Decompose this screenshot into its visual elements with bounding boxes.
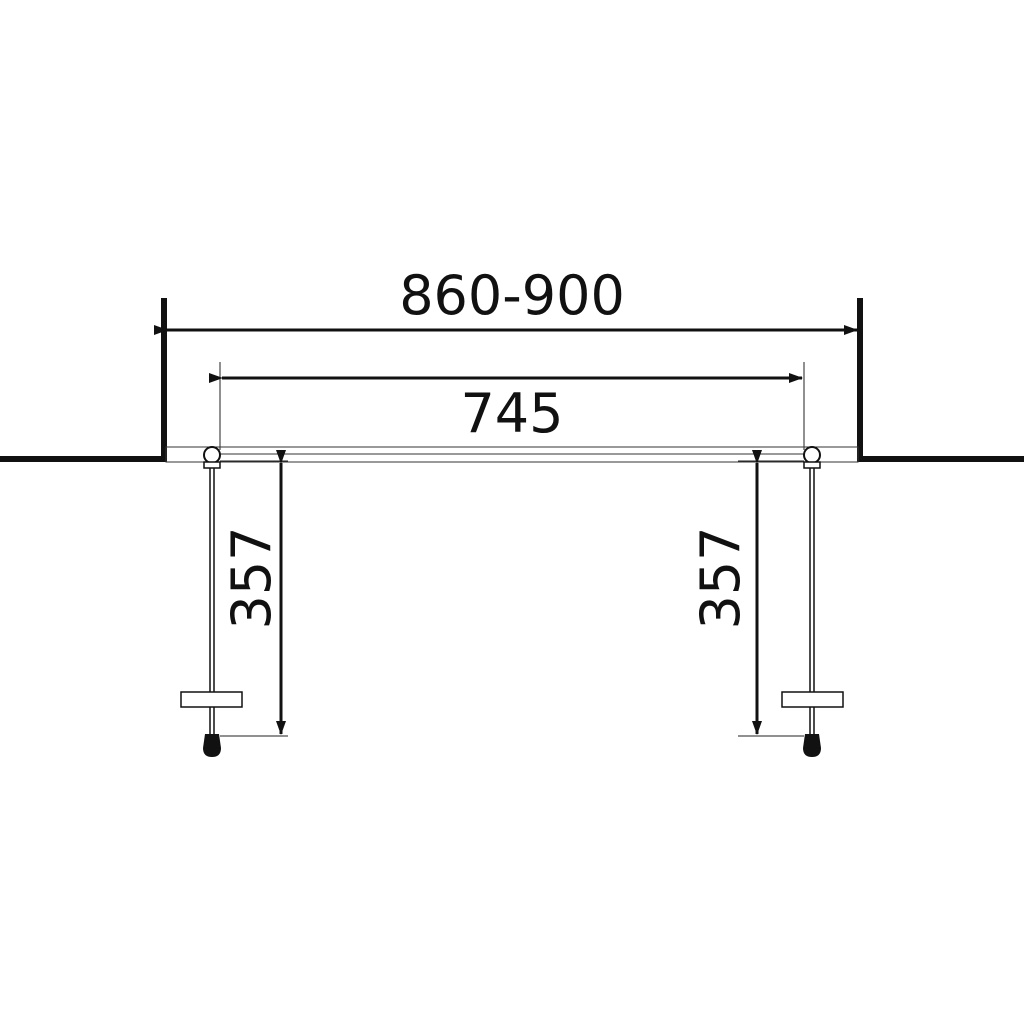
right-door-handle-icon <box>781 691 844 708</box>
top-profile <box>165 446 859 463</box>
right-depth-label: 357 <box>689 526 752 629</box>
right-hinge-block <box>803 461 821 469</box>
left-wall <box>0 298 167 462</box>
opening-width-label: 745 <box>460 382 563 445</box>
opening-width-dimension: 745 <box>209 362 805 450</box>
left-hinge-icon <box>203 446 221 464</box>
walls <box>0 298 1024 462</box>
right-door-end-cap-icon <box>803 734 821 757</box>
overall-width-dimension: 860-900 <box>154 264 858 335</box>
left-depth-dimension: 357 <box>220 450 288 737</box>
right-depth-dimension: 357 <box>689 450 804 737</box>
right-hinge-icon <box>803 446 821 464</box>
right-door <box>781 446 844 757</box>
left-door <box>180 446 243 757</box>
left-door-handle-icon <box>180 691 243 708</box>
overall-width-label: 860-900 <box>399 264 625 327</box>
left-door-end-cap-icon <box>203 734 221 757</box>
right-wall <box>857 298 1024 462</box>
top-profile-bar <box>165 446 859 463</box>
left-hinge-block <box>203 461 221 469</box>
left-depth-label: 357 <box>220 526 283 629</box>
